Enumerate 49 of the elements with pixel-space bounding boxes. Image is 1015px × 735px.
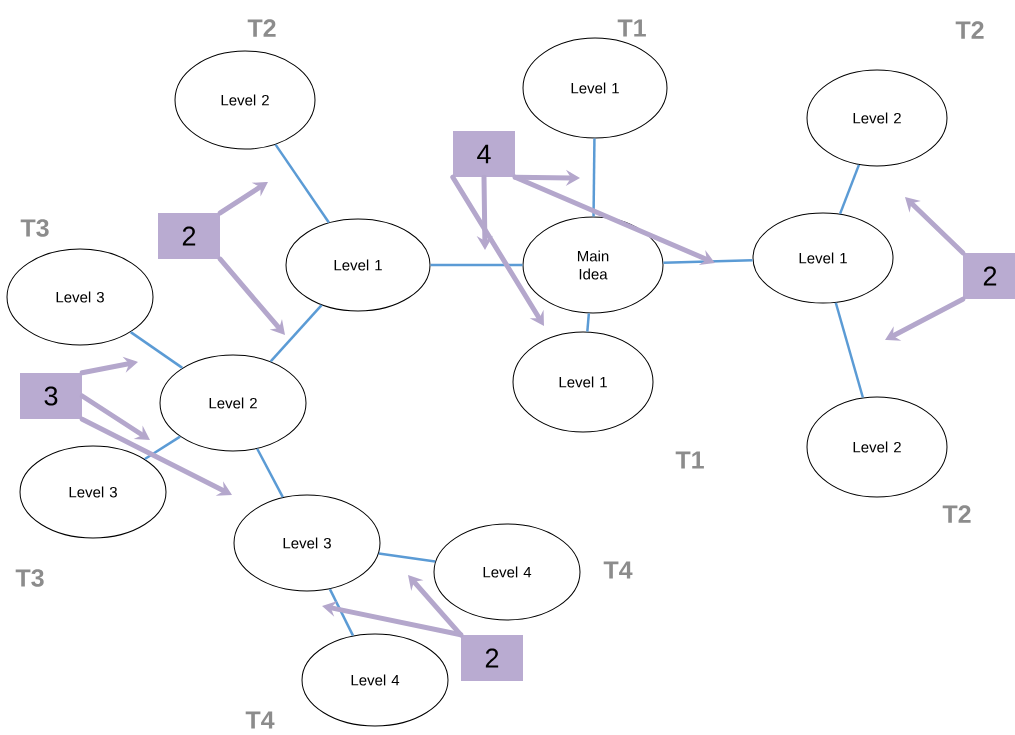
connector-line (592, 138, 596, 217)
oval-node: Level 3 (19, 445, 167, 539)
oval-node: Main Idea (522, 216, 664, 314)
arrow (512, 174, 715, 265)
tier-label: T3 (15, 569, 44, 587)
tier-label: T2 (942, 505, 971, 523)
tier-label: T4 (245, 711, 275, 729)
arrow (885, 296, 966, 341)
connector-line (130, 331, 184, 369)
oval-node: Level 4 (301, 633, 449, 727)
oval-node: Level 4 (433, 523, 581, 621)
oval-node: Level 2 (159, 354, 307, 452)
connector-line (663, 258, 753, 265)
tier-label: T3 (20, 219, 49, 237)
arrow (905, 197, 966, 256)
oval-node: Level 2 (806, 69, 948, 167)
number-tag: 2 (158, 213, 220, 259)
tier-label: T1 (675, 451, 704, 469)
connector-line (256, 448, 284, 498)
connector-line (328, 588, 355, 637)
oval-node: Level 2 (806, 396, 948, 498)
oval-node: Level 1 (522, 37, 668, 139)
number-tag: 2 (461, 635, 523, 681)
number-tag: 4 (453, 131, 515, 177)
connector-line (834, 302, 865, 398)
oval-node: Level 3 (233, 494, 381, 592)
tier-label: T2 (955, 21, 984, 39)
tier-label: T2 (247, 19, 276, 37)
oval-node: Level 1 (512, 331, 654, 433)
tier-label: T1 (617, 19, 646, 37)
connector-line (144, 435, 181, 461)
connector-line (274, 143, 330, 224)
tier-label: T4 (603, 561, 633, 579)
arrow (79, 393, 150, 440)
connector-line (838, 164, 861, 215)
oval-node: Level 2 (174, 50, 316, 150)
connector-line (586, 313, 591, 332)
oval-node: Level 3 (6, 248, 154, 346)
connector-line (430, 263, 523, 267)
number-tag: 3 (20, 373, 82, 419)
connector-line (269, 304, 323, 363)
oval-node: Level 1 (285, 218, 431, 312)
oval-node: Level 1 (752, 212, 894, 304)
arrow (450, 174, 544, 326)
arrow (79, 416, 232, 496)
connector-line (378, 552, 436, 563)
arrow (217, 182, 268, 216)
arrow (217, 256, 285, 335)
number-tag: 2 (963, 253, 1015, 299)
